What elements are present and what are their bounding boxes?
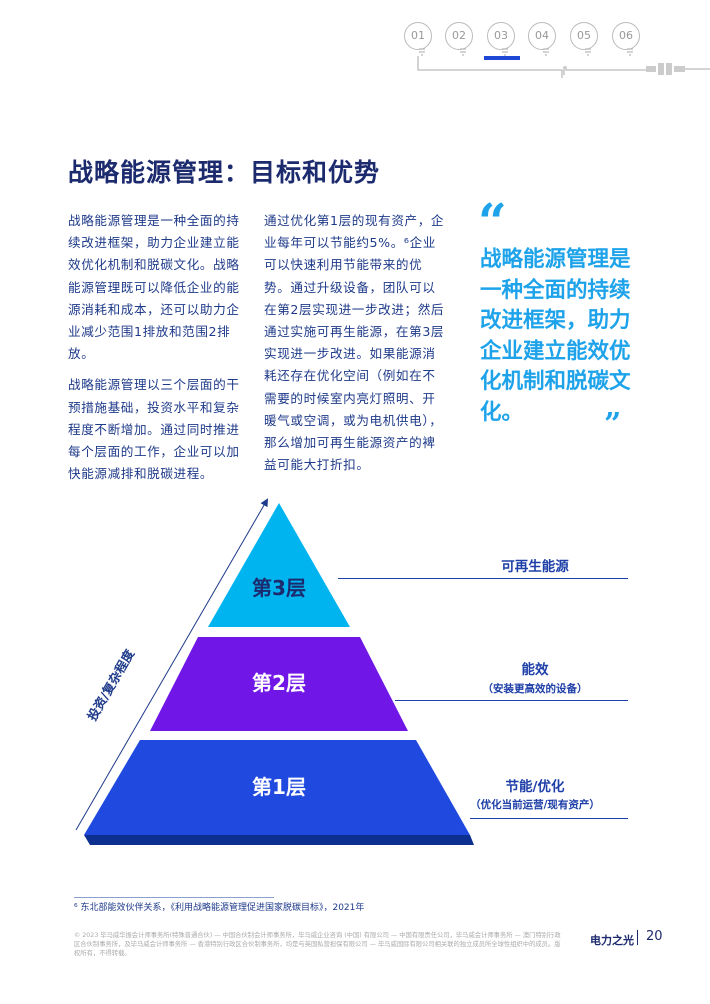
tier-3-label: 第3层: [252, 576, 306, 600]
pull-quote: 战略能源管理是一种全面的持续改进框架，助力企业建立能效优化机制和脱碳文化。: [480, 247, 631, 425]
chapter-02[interactable]: 02: [445, 22, 473, 50]
cord-plug-icon: [417, 48, 710, 78]
divider: [470, 818, 628, 819]
tier-1-shape: [84, 740, 470, 835]
chapter-03[interactable]: 03: [487, 22, 515, 50]
paragraph: 通过优化第1层的现有资产，企业每年可以节能约5%。⁶企业可以快速利用节能带来的优…: [264, 213, 445, 473]
chapter-06[interactable]: 06: [612, 22, 640, 50]
quote-close-icon: ”: [604, 407, 622, 442]
tier-2-label: 第2层: [252, 671, 306, 695]
paragraph: 战略能源管理是一种全面的持续改进框架，助力企业建立能效优化机制和脱碳文化。战略能…: [68, 213, 240, 362]
page-number: 20: [646, 929, 663, 944]
tier-1-label: 第1层: [252, 775, 306, 799]
paragraph: 战略能源管理以三个层面的干预措施基础，投资水平和复杂程度不断增加。通过同时推进每…: [68, 377, 240, 482]
tier-1-description: 节能/优化: [505, 779, 565, 795]
chapter-04[interactable]: 04: [528, 22, 556, 50]
tier-3-description: 可再生能源: [501, 559, 569, 575]
tier-2-shape: [150, 637, 408, 731]
tier-2-description: 能效: [521, 662, 549, 678]
body-column-2: 通过优化第1层的现有资产，企业每年可以节能约5%。⁶企业可以快速利用节能带来的优…: [264, 210, 446, 485]
divider: [637, 930, 638, 945]
divider: [395, 700, 628, 701]
quote-open-icon: “: [478, 192, 507, 251]
tier-2-subtext: （安装更高效的设备）: [482, 683, 588, 695]
tier-3-shape: [208, 503, 350, 627]
chapter-01[interactable]: 01: [404, 22, 432, 50]
body-column-1: 战略能源管理是一种全面的持续改进框架，助力企业建立能效优化机制和脱碳文化。战略能…: [68, 210, 250, 494]
page-title: 战略能源管理：目标和优势: [68, 158, 381, 187]
active-chapter-indicator: [484, 56, 520, 60]
tier-1-base: [84, 835, 474, 845]
footnote: ⁶ 东北部能效伙伴关系，《利用战略能源管理促进国家脱碳目标》，2021年: [74, 903, 365, 913]
footnote-rule: [74, 897, 274, 898]
publication-name: 电力之光: [590, 934, 634, 947]
divider: [338, 578, 628, 579]
tier-1-subtext: （优化当前运营/现有资产）: [470, 799, 600, 811]
axis-arrow: [75, 498, 269, 831]
chapter-05[interactable]: 05: [570, 22, 598, 50]
legal-text: © 2023 毕马威华振会计师事务所(特殊普通合伙) — 中国合伙制会计师事务所…: [74, 932, 561, 957]
